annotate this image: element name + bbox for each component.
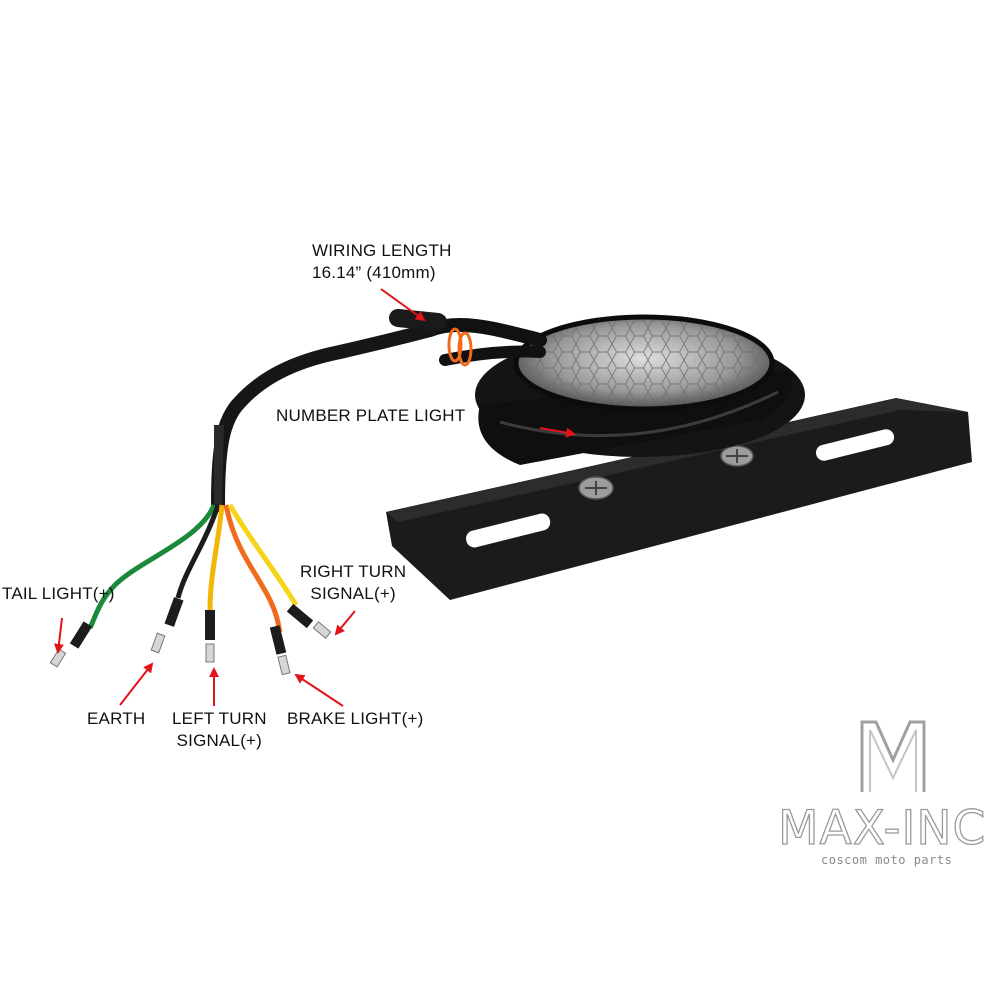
cable-tie: [457, 331, 473, 367]
arrow-earth: [119, 662, 154, 706]
arrow-brake-light: [294, 673, 344, 707]
wiring-length-label: WIRING LENGTH 16.14” (410mm): [312, 240, 452, 284]
right-turn-line2: SIGNAL(+): [310, 584, 396, 603]
wire-black: [175, 504, 221, 599]
arrow-number-plate-light: [539, 427, 576, 438]
tail-light-housing: [475, 314, 805, 465]
wiring-length-title: WIRING LENGTH: [312, 241, 452, 260]
screw-icon: [578, 476, 614, 500]
wire-yellow: [207, 504, 225, 611]
connector-icon: [49, 621, 93, 668]
left-turn-line2: SIGNAL(+): [176, 731, 263, 750]
brake-light-label: BRAKE LIGHT(+): [287, 709, 424, 728]
mounting-slot-right: [815, 429, 895, 461]
tail-light-label: TAIL LIGHT(+): [2, 584, 115, 603]
number-plate-light-label: NUMBER PLATE LIGHT: [276, 406, 466, 425]
brand-name: MAX-INC: [777, 801, 987, 856]
arrow-right-turn: [334, 610, 356, 636]
wire-orange: [223, 504, 283, 633]
cable-tie: [447, 327, 463, 363]
connector-icon: [150, 597, 184, 654]
callout-arrows: [53, 288, 576, 707]
left-turn-line1: LEFT TURN: [172, 709, 267, 728]
wire-green: [87, 503, 217, 630]
wiring-harness: [211, 309, 547, 512]
right-turn-line1: RIGHT TURN: [300, 562, 407, 581]
right-turn-signal-label: RIGHT TURN SIGNAL(+): [300, 561, 406, 605]
earth-label: EARTH: [87, 709, 146, 728]
left-turn-signal-label: LEFT TURN SIGNAL(+): [172, 708, 267, 752]
screw-icon: [720, 445, 754, 467]
wire-light-yellow: [227, 503, 299, 607]
arrow-tail-light: [53, 617, 64, 654]
wiring-length-value: 16.14” (410mm): [312, 263, 436, 282]
brand-logo-icon: [860, 720, 926, 792]
license-plate-bracket: [386, 398, 972, 600]
connector-icon: [286, 603, 332, 639]
arrow-wiring-length: [380, 288, 426, 322]
connector-icon: [205, 610, 215, 663]
mounting-slot-left: [466, 513, 551, 548]
brand-tagline: coscom moto parts: [821, 853, 953, 867]
connector-icon: [269, 625, 291, 676]
